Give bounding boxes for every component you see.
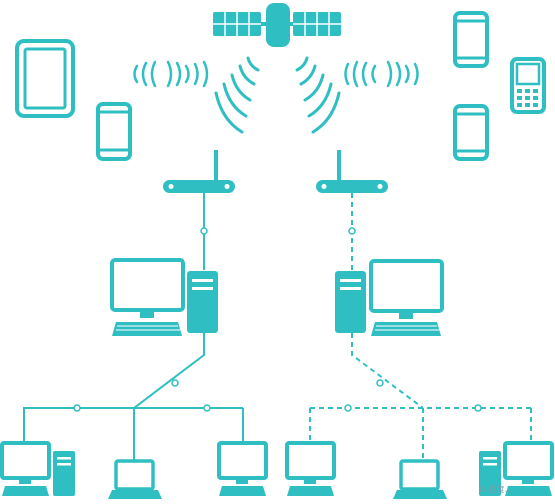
smartphone-icon	[453, 104, 489, 161]
satellite-signal-left	[214, 56, 260, 134]
desktop-computer-icon	[335, 259, 444, 336]
network-bus-left	[23, 333, 244, 462]
satellite-signal-right	[295, 56, 341, 134]
wireless-router-icon	[163, 150, 235, 193]
wifi-signal-left	[133, 60, 209, 88]
network-bus-right-nodes	[344, 379, 482, 412]
desktop-computer-icon	[479, 441, 554, 496]
network-bus-right	[309, 333, 532, 462]
network-link-right	[348, 193, 356, 270]
monitor-icon	[217, 441, 268, 496]
laptop-icon	[393, 459, 447, 499]
qwerty-phone-icon	[510, 57, 546, 114]
wifi-signal-right	[344, 60, 419, 88]
tablet-icon	[15, 39, 75, 118]
smartphone-icon	[453, 11, 489, 68]
watermark: © 百度...	[478, 485, 513, 494]
satellite-icon	[213, 3, 341, 47]
laptop-icon	[108, 459, 162, 499]
smartphone-icon	[96, 102, 132, 161]
network-link-left	[200, 193, 208, 270]
desktop-computer-icon	[110, 258, 218, 336]
wireless-router-icon	[316, 150, 388, 193]
monitor-icon	[285, 441, 336, 496]
desktop-computer-icon	[0, 441, 75, 496]
